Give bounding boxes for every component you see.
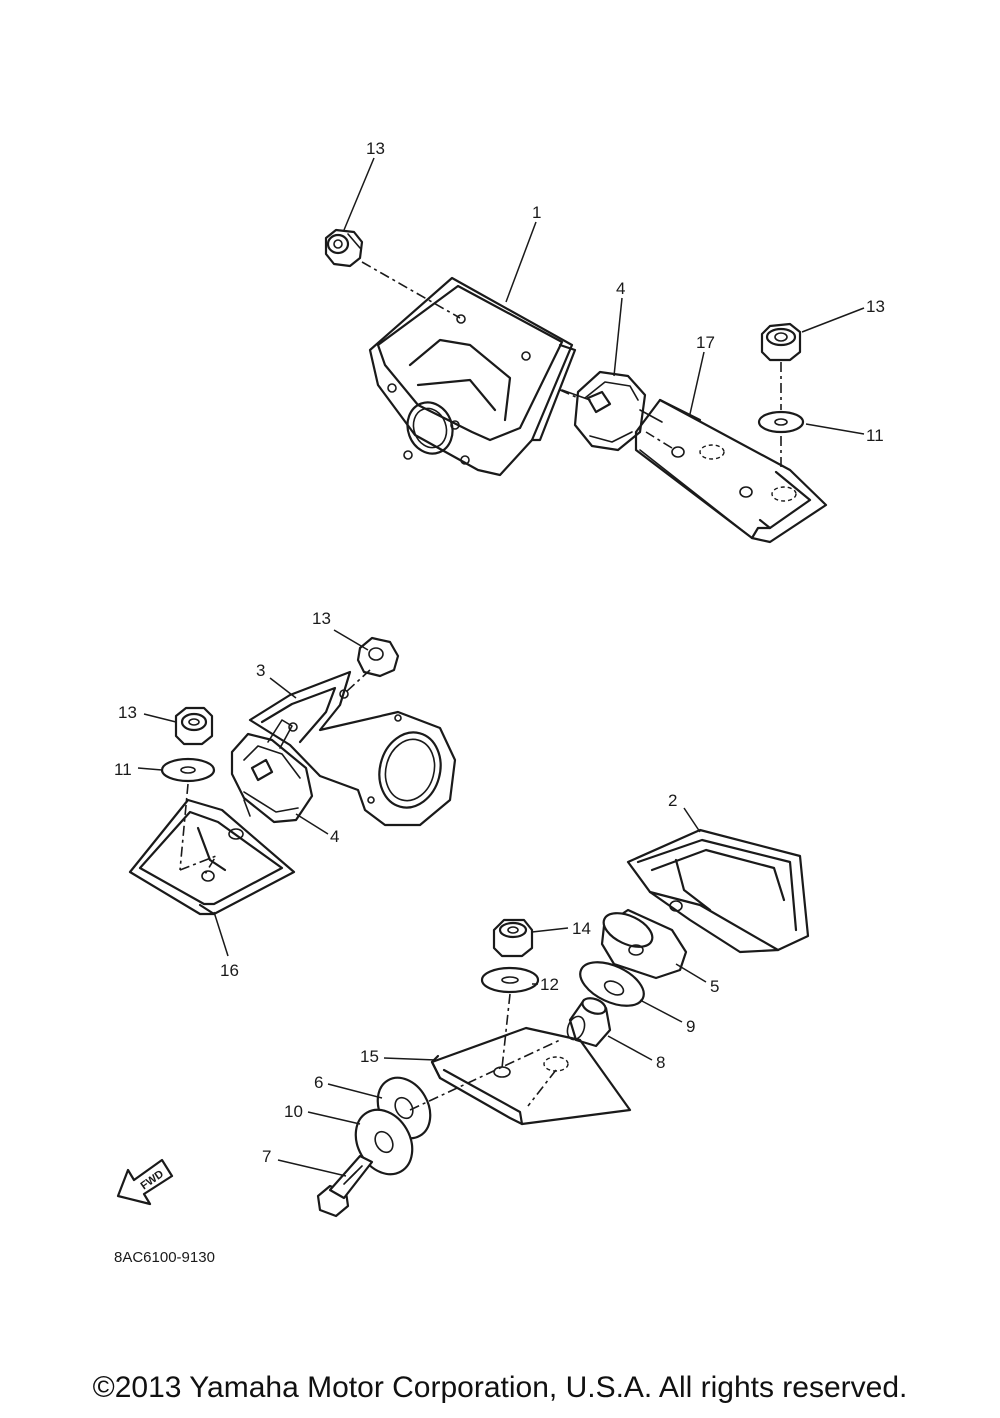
part-16-bracket (128, 798, 296, 916)
part-1-bracket (368, 276, 577, 477)
callout-7: 7 (262, 1147, 271, 1166)
callout-17: 17 (696, 333, 715, 352)
part-code: 8AC6100-9130 (114, 1249, 215, 1266)
callout-13: 13 (118, 703, 137, 722)
callout-13: 13 (866, 297, 885, 316)
part-13-nut-top (324, 228, 364, 268)
callout-2: 2 (668, 791, 677, 810)
callout-15: 15 (360, 1047, 379, 1066)
part-4-mount-mid (230, 719, 314, 824)
part-11-washer-left (160, 757, 216, 783)
part-17-bracket (634, 398, 828, 544)
callout-4: 4 (616, 279, 625, 298)
part-5-cushion (600, 908, 688, 980)
callout-9: 9 (686, 1017, 695, 1036)
callout-6: 6 (314, 1073, 323, 1092)
part-9-washer (579, 961, 645, 1007)
callout-5: 5 (710, 977, 719, 996)
part-13-nut-left (174, 706, 214, 746)
callout-3: 3 (256, 661, 265, 680)
part-2-bracket (626, 828, 810, 954)
callout-14: 14 (572, 919, 591, 938)
part-11-washer-right (757, 410, 805, 434)
callout-13: 13 (366, 139, 385, 158)
part-14-nut (492, 918, 534, 958)
leader-lines (137, 157, 865, 1177)
part-4-mount-top (561, 370, 663, 452)
part-15-bracket (430, 1026, 632, 1126)
part-13-nut-right (760, 322, 802, 362)
callout-13: 13 (312, 609, 331, 628)
copyright-notice: ©2013 Yamaha Motor Corporation, U.S.A. A… (92, 1371, 908, 1404)
part-12-washer (480, 966, 540, 994)
part-3-bracket (248, 670, 457, 827)
callout-1: 1 (532, 203, 541, 222)
callout-12: 12 (540, 975, 559, 994)
callout-8: 8 (656, 1053, 665, 1072)
callout-10: 10 (284, 1102, 303, 1121)
fwd-arrow-icon: FWD (116, 1158, 174, 1206)
part-13-nut-mid (356, 636, 400, 678)
callout-11: 11 (866, 426, 884, 445)
part-10-washer (354, 1108, 414, 1176)
callout-16: 16 (220, 961, 239, 980)
callout-11: 11 (114, 760, 132, 779)
callout-labels: 13 1 4 17 13 11 13 3 13 11 4 16 2 14 5 1… (114, 139, 885, 1166)
part-7-bolt (316, 1154, 374, 1218)
callout-4: 4 (330, 827, 339, 846)
